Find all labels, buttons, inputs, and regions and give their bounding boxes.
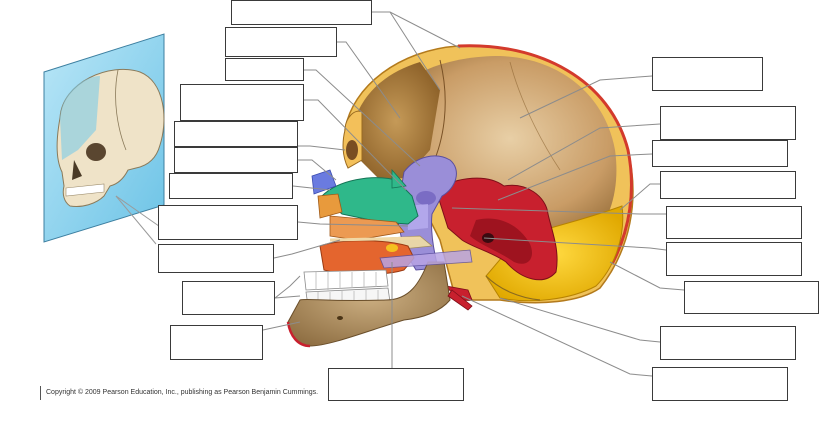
leader-line-19: [609, 261, 685, 291]
inset-pointer-line-1: [115, 195, 157, 245]
leader-line-10b: [274, 295, 301, 299]
cranial-vault-red-edge: [457, 44, 633, 265]
foramen-magnum-edge: [485, 275, 541, 301]
temporal-bone-shadow: [470, 218, 533, 264]
leader-line-16: [619, 183, 660, 211]
label-box-7[interactable]: [169, 173, 293, 199]
crista-galli: [391, 168, 407, 189]
leader-line-20: [499, 297, 661, 343]
label-box-14[interactable]: [660, 106, 796, 140]
leader-line-13: [519, 75, 653, 119]
ethmoid-bone: [321, 177, 419, 225]
frontal-sinus-cavity: [346, 140, 358, 160]
label-box-17[interactable]: [666, 206, 802, 239]
skull-section-group: [286, 44, 634, 348]
leader-line-3: [304, 69, 421, 167]
label-box-11[interactable]: [170, 325, 263, 360]
label-box-5[interactable]: [174, 121, 298, 147]
vomer: [329, 215, 405, 241]
leader-line-21: [461, 295, 653, 377]
leader-line-2: [337, 41, 401, 119]
label-box-10[interactable]: [182, 281, 275, 315]
inset-coronal-suture: [115, 69, 127, 151]
nasal-cartilage: [317, 193, 343, 219]
leader-line-9: [273, 239, 341, 259]
label-box-21[interactable]: [652, 367, 788, 401]
leader-line-5: [298, 145, 346, 151]
styloid-process: [447, 289, 473, 311]
leader-lines: [262, 11, 685, 377]
leader-line-1: [372, 11, 461, 49]
label-box-18[interactable]: [666, 242, 802, 276]
label-box-9[interactable]: [158, 244, 274, 273]
leader-line-7: [292, 185, 331, 191]
label-box-4[interactable]: [180, 84, 304, 121]
suture-line-2: [509, 61, 561, 171]
label-box-15[interactable]: [652, 140, 788, 167]
mandible-red-edge: [286, 321, 311, 348]
leader-line-8: [297, 221, 409, 227]
label-box-8[interactable]: [158, 205, 298, 240]
leader-line-4: [304, 99, 407, 191]
leader-line-11: [262, 321, 301, 331]
label-box-2[interactable]: [225, 27, 337, 57]
label-box-16[interactable]: [660, 171, 796, 199]
upper-teeth-detail: [315, 272, 377, 290]
label-box-12[interactable]: [328, 368, 464, 401]
label-box-19[interactable]: [684, 281, 819, 314]
inset-skull-face-cutaway: [60, 76, 100, 160]
mental-foramen: [337, 316, 343, 320]
label-box-13[interactable]: [652, 57, 763, 91]
inset-teeth: [65, 183, 105, 197]
label-box-1[interactable]: [231, 0, 372, 25]
lower-teeth-detail: [317, 290, 379, 306]
hard-palate-cross: [329, 236, 421, 242]
leader-line-15: [497, 153, 653, 201]
label-box-3[interactable]: [225, 58, 304, 81]
zygomatic-arch: [379, 249, 473, 269]
inset-nasal-cavity: [72, 160, 82, 180]
leader-line-1b: [389, 11, 441, 91]
frontal-bone-inner: [352, 62, 440, 180]
leader-line-6: [298, 159, 337, 181]
leader-line-18: [483, 237, 667, 251]
sella-turcica: [416, 191, 436, 205]
upper-teeth: [303, 269, 389, 291]
label-box-6[interactable]: [174, 147, 298, 173]
copyright-text: Copyright © 2009 Pearson Education, Inc.…: [40, 386, 318, 400]
leader-line-17: [451, 207, 666, 215]
parietal-bone-inner: [380, 56, 617, 240]
inset-skull-group: [43, 33, 177, 245]
palatine-yellow-mark: [386, 244, 398, 252]
inset-orbit: [86, 143, 106, 161]
label-box-20[interactable]: [660, 326, 796, 360]
leader-line-14: [507, 123, 661, 181]
leader-line-10: [274, 275, 301, 299]
